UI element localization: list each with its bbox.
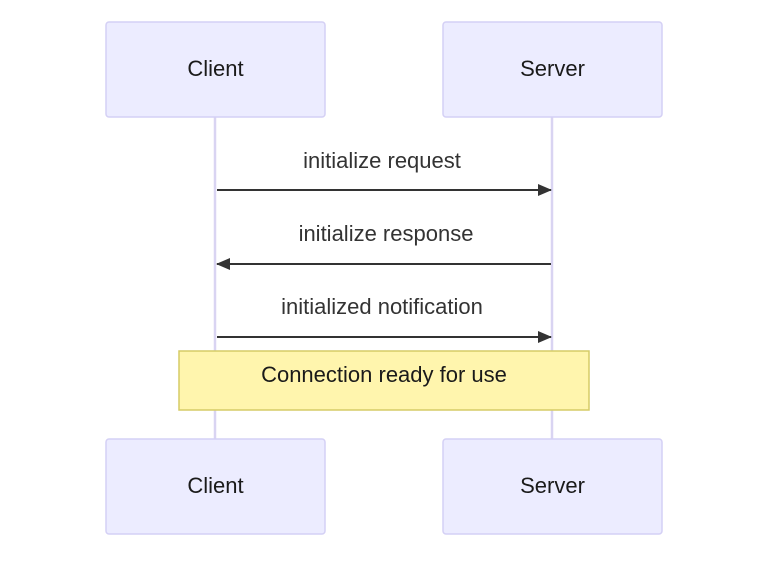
message-label: initialized notification — [281, 294, 483, 319]
actor-client-top-label: Client — [187, 56, 243, 81]
actor-client-bottom-label: Client — [187, 473, 243, 498]
actor-server-top: Server — [442, 21, 663, 118]
note-label: Connection ready for use — [261, 362, 507, 387]
message-initialized-notification: initialized notification — [217, 294, 552, 343]
actor-client-top: Client — [105, 21, 326, 118]
note-connection-ready: Connection ready for use — [178, 350, 590, 411]
message-label: initialize request — [303, 148, 461, 173]
actor-server-bottom: Server — [442, 438, 663, 535]
message-initialize-response: initialize response — [216, 221, 551, 270]
message-initialize-request: initialize request — [217, 148, 552, 196]
actor-server-top-label: Server — [520, 56, 585, 81]
actor-client-bottom: Client — [105, 438, 326, 535]
actor-server-bottom-label: Server — [520, 473, 585, 498]
message-label: initialize response — [299, 221, 474, 246]
